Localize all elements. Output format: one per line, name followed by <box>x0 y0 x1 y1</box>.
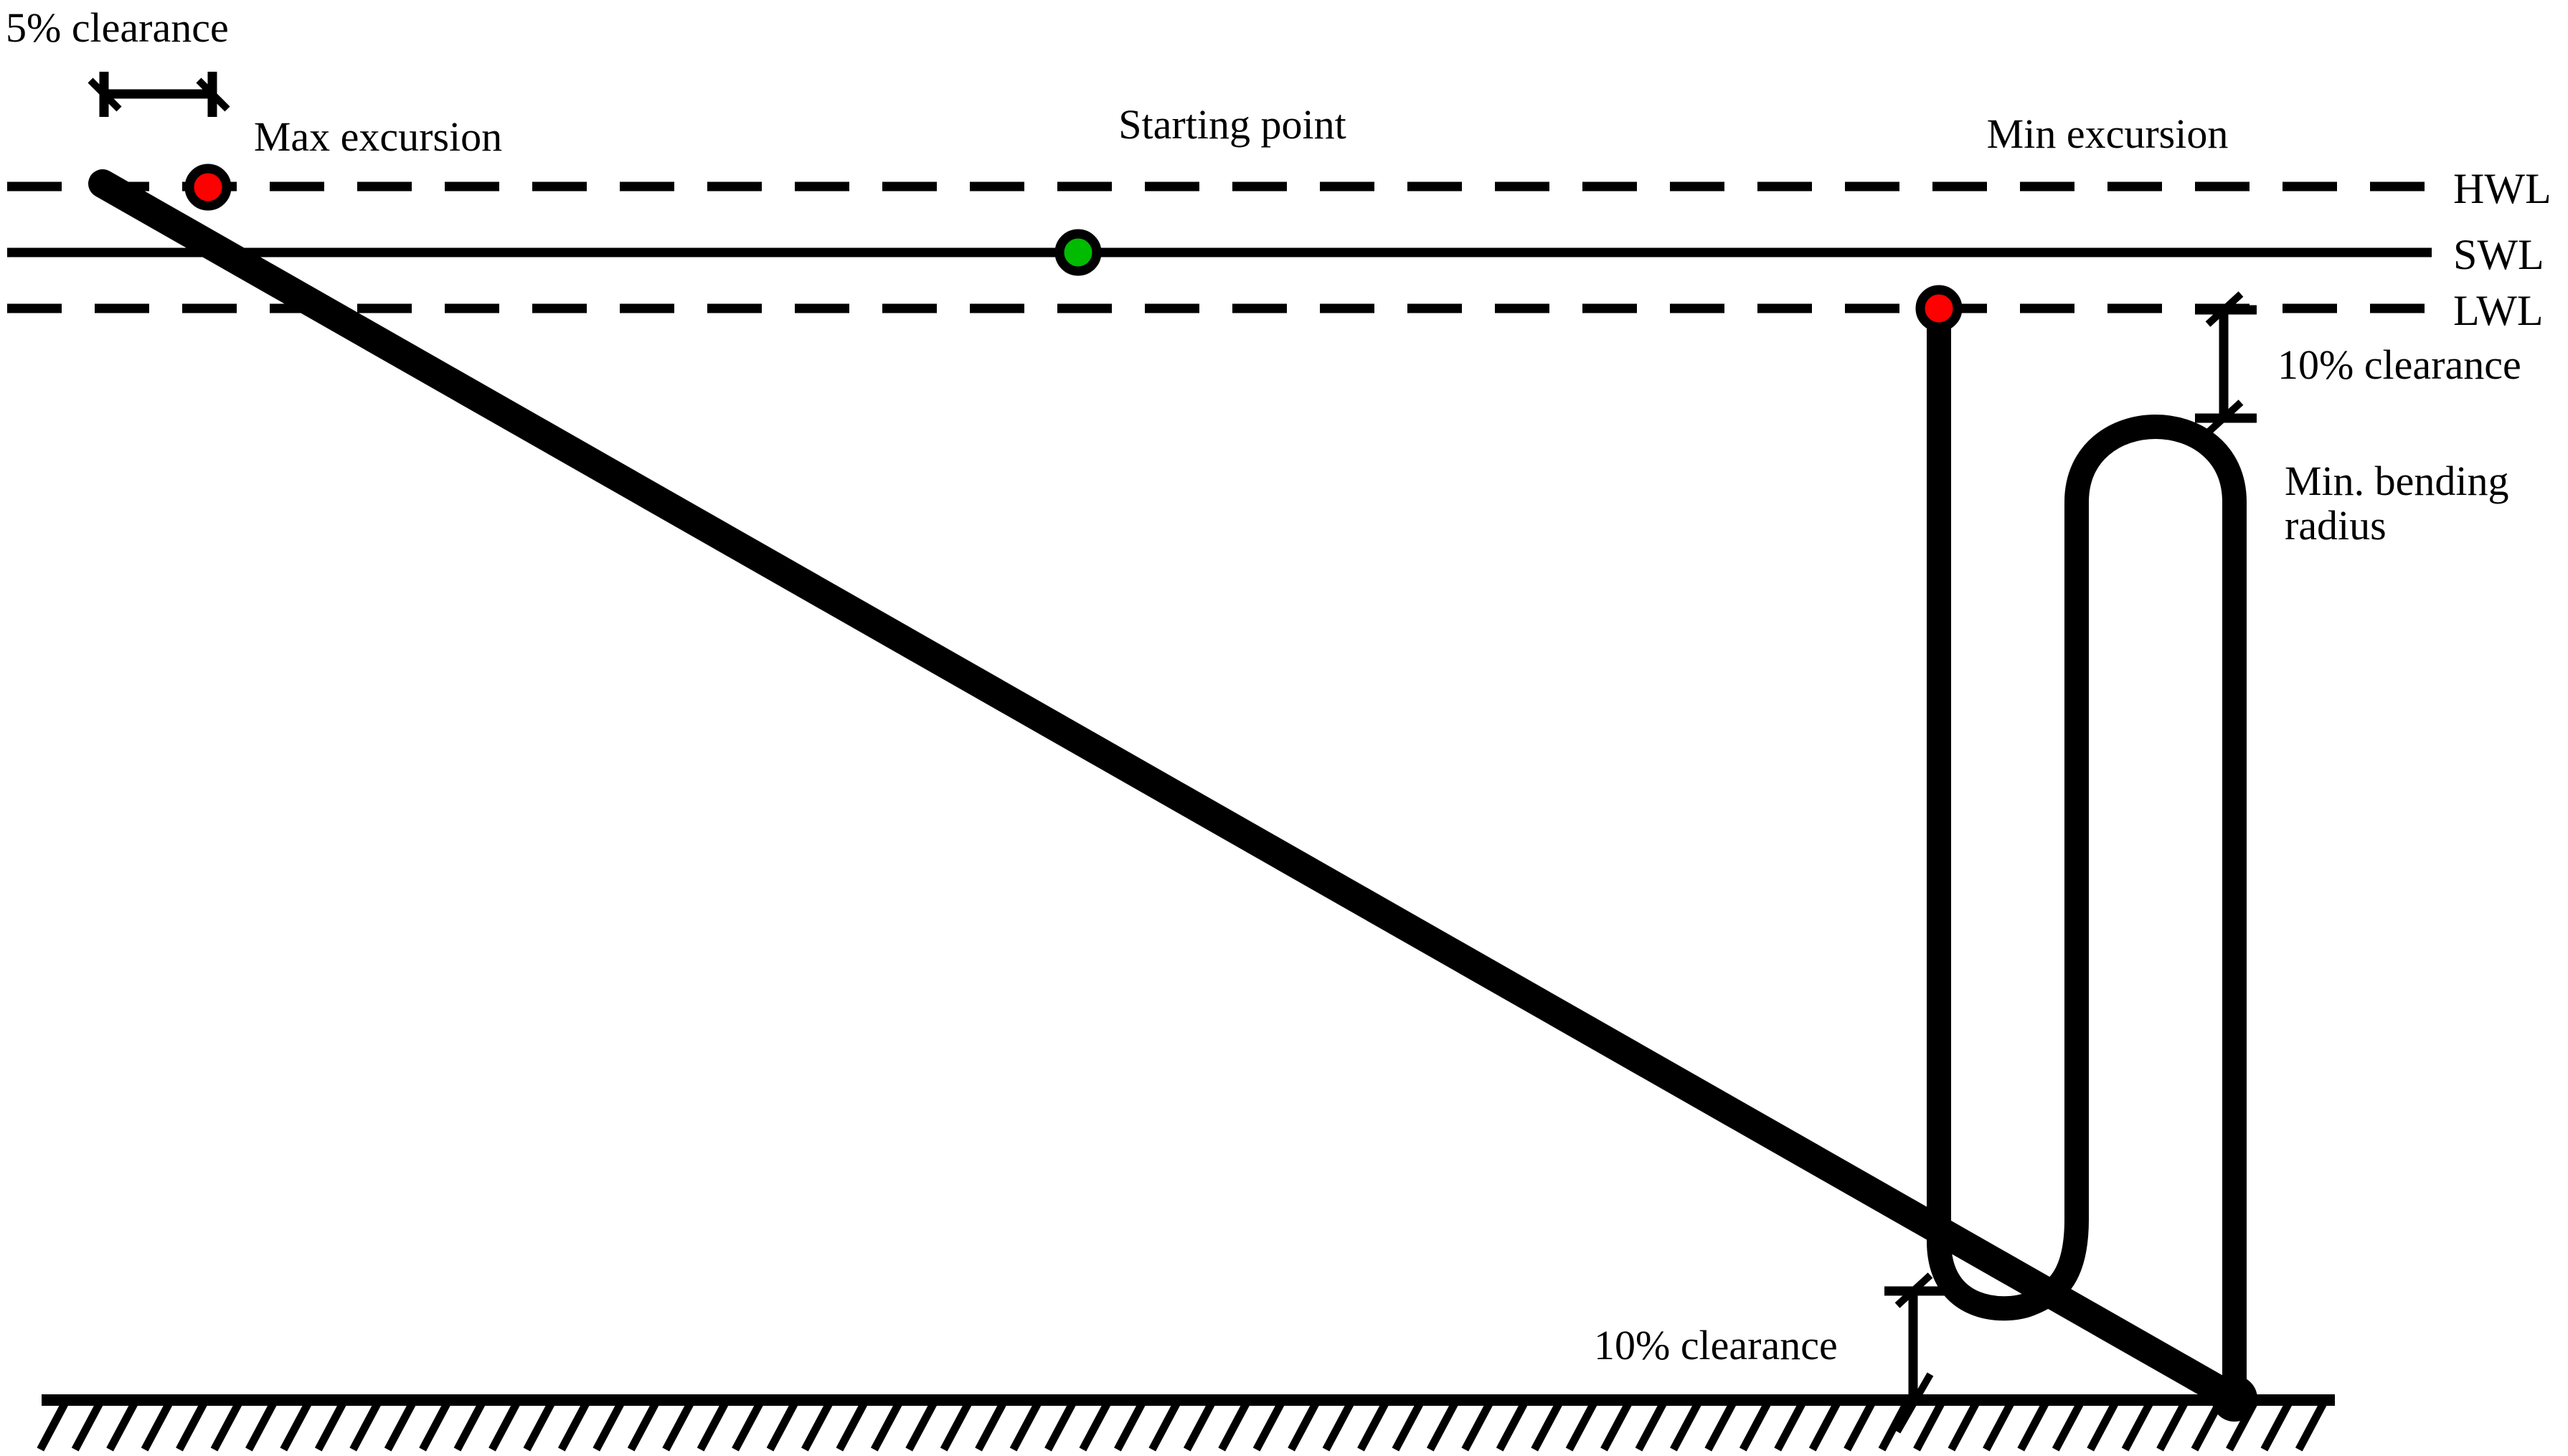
seabed-hatch-tick <box>1670 1398 1704 1452</box>
min-excursion-marker <box>1915 285 1963 332</box>
seabed-hatch-tick <box>905 1398 939 1452</box>
seabed-hatch-tick <box>766 1398 800 1452</box>
seabed-hatch-tick <box>593 1398 626 1452</box>
dim-slash-left <box>88 77 122 112</box>
seabed-hatch-tick <box>1148 1398 1182 1452</box>
seabed-hatch-tick <box>488 1398 522 1452</box>
seabed-hatch-tick <box>1288 1398 1321 1452</box>
seabed-hatch-tick <box>2295 1398 2329 1452</box>
seabed-hatch-tick <box>1808 1398 1843 1452</box>
seabed-hatch-tick <box>1252 1398 1287 1452</box>
hwl-label: HWL <box>2453 165 2552 212</box>
seabed-hatch-tick <box>523 1398 557 1452</box>
seabed-hatch-tick <box>1739 1398 1773 1452</box>
seabed-hatch-tick <box>1600 1398 1634 1452</box>
seabed-hatch-tick <box>453 1398 487 1452</box>
seabed-hatch-tick <box>627 1398 661 1452</box>
seabed-hatch-tick <box>1426 1398 1460 1452</box>
seabed <box>37 1394 2335 1452</box>
seabed-hatch-tick <box>141 1398 175 1452</box>
seabed-hatch-tick <box>1878 1398 1912 1452</box>
seabed-hatch-tick <box>384 1398 418 1452</box>
seabed-hatch-tick <box>697 1398 731 1452</box>
seabed-hatch-tick <box>2260 1398 2294 1452</box>
seabed-hatch-tick <box>2156 1398 2190 1452</box>
dim-slash-right <box>196 77 230 112</box>
seabed-hatch-tick <box>1948 1398 1981 1452</box>
seabed-hatch-tick <box>1079 1398 1113 1452</box>
starting-point-label: Starting point <box>1118 101 1346 148</box>
seabed-hatch-tick <box>1183 1398 1217 1452</box>
seabed-hatch-tick <box>1322 1398 1356 1452</box>
starting-point-marker <box>1054 229 1102 276</box>
max-excursion-marker <box>184 164 232 211</box>
seabed-hatch-tick <box>1983 1398 2016 1452</box>
seabed-hatch-tick <box>37 1398 70 1452</box>
clearance-5-percent-dimension <box>88 72 230 117</box>
lwl-label: LWL <box>2453 287 2543 334</box>
seabed-hatch-tick <box>1704 1398 1738 1452</box>
bending-radius-label-line1: Min. bending <box>2285 458 2509 504</box>
seabed-hatch-tick <box>1844 1398 1877 1452</box>
dim-slash-bottom-lower <box>1894 1372 1934 1434</box>
seabed-hatch-tick <box>557 1398 592 1452</box>
seabed-hatch-tick <box>1774 1398 1808 1452</box>
seabed-hatch-tick <box>1635 1398 1668 1452</box>
dim-slash-top-lower <box>1894 1272 1933 1308</box>
seabed-hatch-tick <box>975 1398 1009 1452</box>
water-level-lines <box>7 181 2432 313</box>
seabed-hatch-tick <box>106 1398 140 1452</box>
seabed-hatch-tick <box>1565 1398 1600 1452</box>
seabed-hatch-tick <box>1913 1398 1947 1452</box>
clearance-10-percent-seabed-label: 10% clearance <box>1594 1322 1838 1368</box>
seabed-hatch-tick <box>2017 1398 2051 1452</box>
clearance-10-percent-seabed-dimension <box>1884 1272 1946 1434</box>
seabed-anchor-marker <box>2211 1376 2257 1422</box>
seabed-hatch-tick <box>2087 1398 2120 1452</box>
seabed-hatch-tick <box>245 1398 279 1452</box>
markers <box>184 164 2257 1422</box>
seabed-hatch-tick <box>1461 1398 1495 1452</box>
seabed-hatch-tick <box>419 1398 453 1452</box>
seabed-hatch-tick <box>1218 1398 1252 1452</box>
seabed-hatch-tick <box>1392 1398 1425 1452</box>
dim-slash-bottom <box>2205 400 2244 435</box>
seabed-hatch-tick <box>1496 1398 1530 1452</box>
clearance-5-percent-label: 5% clearance <box>6 4 229 51</box>
seabed-hatch-tick <box>836 1398 869 1452</box>
max-excursion-cable <box>88 169 2249 1413</box>
seabed-hatch-tick <box>1531 1398 1564 1452</box>
seabed-hatch-tick <box>280 1398 313 1452</box>
dim-slash-top <box>2205 291 2244 327</box>
seabed-hatch-tick <box>1009 1398 1044 1452</box>
seabed-hatch-tick <box>940 1398 974 1452</box>
seabed-hatch-tick <box>1044 1398 1078 1452</box>
seabed-hatch-tick <box>349 1398 383 1452</box>
max-excursion-label: Max excursion <box>254 113 502 160</box>
seabed-hatch-tick <box>732 1398 765 1452</box>
clearance-10-percent-lwl-dimension <box>2195 291 2257 435</box>
seabed-hatch-tick <box>314 1398 349 1452</box>
seabed-hatch-tick <box>2052 1398 2086 1452</box>
clearance-10-percent-lwl-label: 10% clearance <box>2277 341 2521 388</box>
seabed-hatch-tick <box>801 1398 835 1452</box>
seabed-hatch-group <box>37 1398 2329 1452</box>
seabed-hatch-tick <box>176 1398 209 1452</box>
seabed-hatch-tick <box>71 1398 105 1452</box>
seabed-hatch-tick <box>1357 1398 1391 1452</box>
seabed-hatch-tick <box>1114 1398 1148 1452</box>
min-excursion-label: Min excursion <box>1987 110 2229 157</box>
water-level-labels: HWL SWL LWL <box>2453 165 2552 334</box>
seabed-hatch-tick <box>2121 1398 2156 1452</box>
bending-radius-label-line2: radius <box>2285 502 2387 549</box>
seabed-hatch-tick <box>210 1398 244 1452</box>
seabed-hatch-tick <box>870 1398 905 1452</box>
min-excursion-cable <box>1927 296 2247 1411</box>
seabed-hatch-tick <box>662 1398 696 1452</box>
swl-label: SWL <box>2453 231 2544 278</box>
